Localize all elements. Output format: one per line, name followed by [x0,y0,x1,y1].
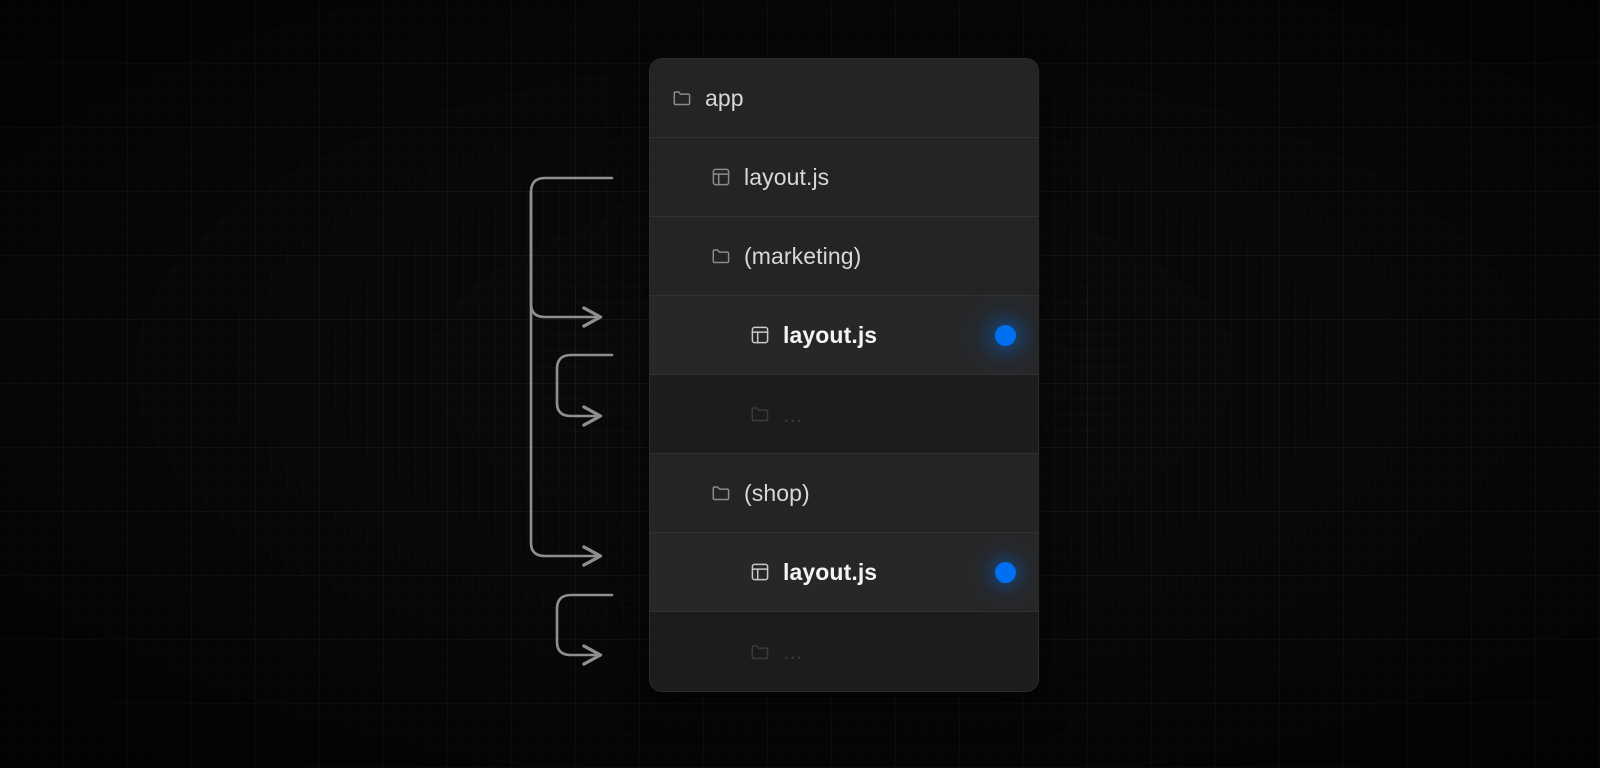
layout-panel-icon [711,167,731,187]
tree-row-label: layout.js [783,321,878,348]
folder-icon [711,483,731,503]
tree-row-label: layout.js [744,163,830,190]
folder-icon [750,404,770,424]
tree-row-marketing-children[interactable]: ... [650,375,1038,454]
tree-row-marketing-layout[interactable]: layout.js [650,296,1038,375]
tree-row-label: ... [783,638,803,664]
tree-row-label: app [705,84,744,111]
tree-row-label: (marketing) [744,242,862,269]
tree-row-shop-children[interactable]: ... [650,612,1038,691]
tree-row-label: ... [783,400,803,427]
tree-row-shop-layout[interactable]: layout.js [650,533,1038,612]
tree-row-label: layout.js [783,558,878,585]
folder-icon [672,88,692,108]
status-dot-wrapper [994,561,1016,583]
layout-panel-icon [750,325,770,345]
tree-row-label: (shop) [744,479,810,506]
tree-row-marketing[interactable]: (marketing) [650,217,1038,296]
layout-panel-icon [750,562,770,582]
status-dot-wrapper [994,324,1016,346]
tree-row-shop[interactable]: (shop) [650,454,1038,533]
file-tree-card: app layout.js (marketing) [649,58,1039,692]
folder-icon [711,246,731,266]
tree-row-app-layout[interactable]: layout.js [650,138,1038,217]
tree-row-app[interactable]: app [650,59,1038,138]
folder-icon [750,642,770,662]
status-dot [994,324,1016,346]
status-dot [994,561,1016,583]
